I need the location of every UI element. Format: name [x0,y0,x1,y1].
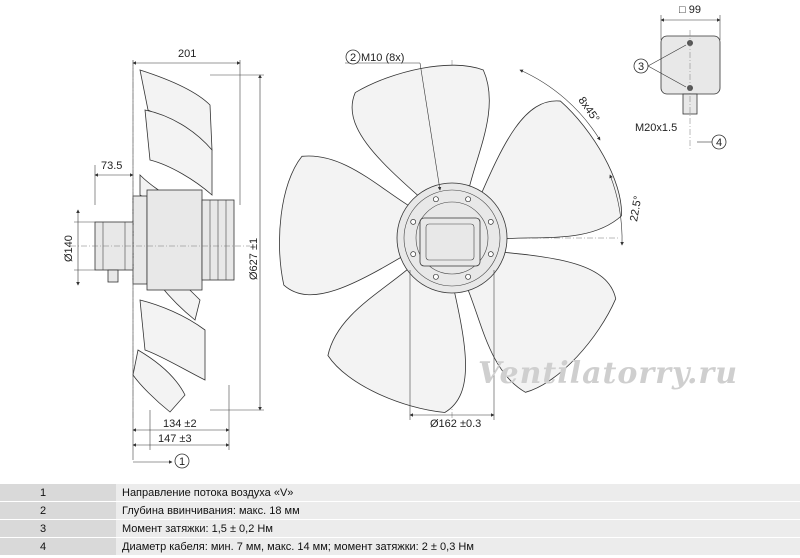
bolt-hole [465,196,471,203]
bolt-hole [410,219,417,225]
terminal-box-view: □ 99 3 M20x1.5 4 [633,4,727,150]
fan-blade [279,155,412,296]
fan-blade [466,250,617,393]
callout-2-label: 2 [350,52,356,64]
bolt-hole [487,219,494,225]
front-view: 2 M10 (8x) 8x45° 22.5° Ø162 ±0.3 [279,49,644,430]
dim-134-label: 134 ±2 [163,418,197,430]
box-size-label: □ 99 [679,4,701,16]
callout-3-circle [633,58,649,74]
callout-1-label: 1 [179,456,185,468]
bolt-hole [433,196,439,203]
dim-140-label: Ø140 [63,235,75,262]
bolt-hole [410,251,417,257]
gland-label: M20x1.5 [635,122,677,134]
legend-number: 3 [0,519,116,538]
legend-text: Диаметр кабеля: мин. 7 мм, макс. 14 мм; … [116,537,800,556]
legend-text: Глубина ввинчивания: макс. 18 мм [116,501,800,520]
legend-number: 1 [0,484,116,502]
legend-text: Момент затяжки: 1,5 ± 0,2 Нм [116,519,800,538]
callout-3-label: 3 [638,61,644,73]
bolt-hole [465,273,471,280]
bolt-hole [487,251,494,257]
angle-22-5-label: 22.5° [628,195,644,223]
callout-2-circle [345,49,361,65]
hub-diameter-label: Ø162 ±0.3 [430,418,481,430]
thread-label: M10 (8x) [361,52,404,64]
watermark: Ventilatorry.ru [478,356,739,391]
dim-201-label: 201 [178,48,196,60]
legend-number: 4 [0,537,116,556]
callout-4-circle [711,134,727,150]
dim-73-5-label: 73.5 [101,160,122,172]
callout-4-label: 4 [716,137,722,149]
bolt-hole [433,273,439,280]
dim-147-label: 147 ±3 [158,433,192,445]
fan-blade [327,267,466,413]
bolt-holes [410,196,494,280]
legend-number: 2 [0,501,116,520]
dim-627-label: Ø627 ±1 [248,238,260,280]
callout-1-circle [174,453,190,469]
technical-drawing: 201 73.5 Ø140 Ø627 ±1 134 ±2 147 ±3 1 2 … [63,4,727,469]
side-view: 201 73.5 Ø140 Ø627 ±1 134 ±2 147 ±3 1 [63,48,264,469]
legend-text: Направление потока воздуха «V» [116,484,800,502]
